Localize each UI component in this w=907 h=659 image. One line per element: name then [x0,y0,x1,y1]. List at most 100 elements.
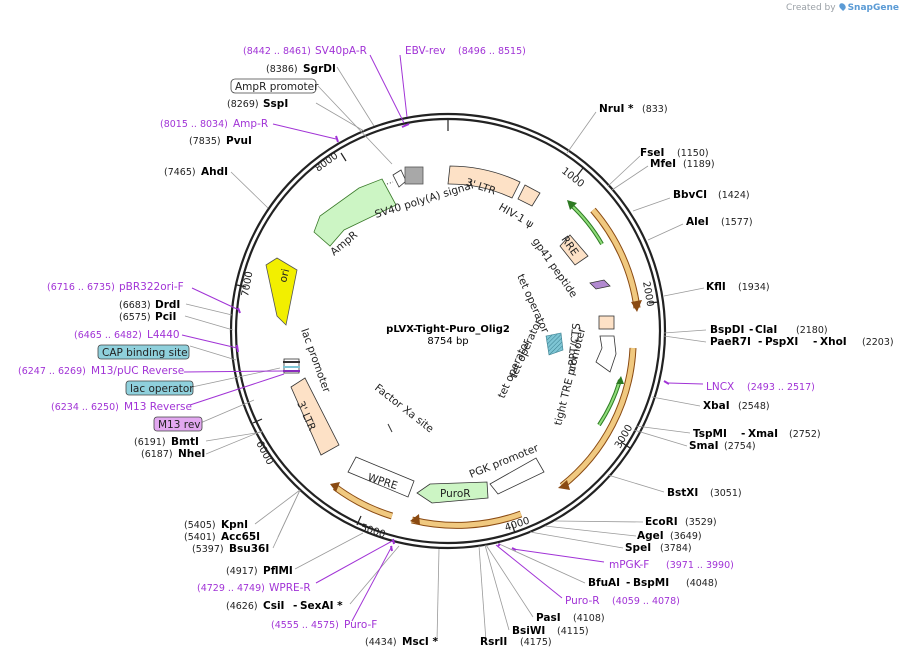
feature-puror[interactable] [416,481,489,504]
label-ori: ori [277,268,292,284]
created-by-text: Created by [786,3,836,13]
enzyme-pcii: PciI [155,311,176,323]
enzyme-ecori-pos: (3529) [685,517,717,528]
svg-text:-: - [741,428,745,440]
primer-labels: (8442 .. 8461)SV40pA-R EBV-rev(8496 .. 8… [18,45,815,631]
feature-3ltr-bottom[interactable] [290,377,340,456]
snapgene-wordmark: SnapGene [847,3,899,13]
primer-pbr322ori-f: pBR322ori-F [119,281,184,293]
enzyme-sexai: SexAI * [300,600,343,612]
feature-factor-xa[interactable] [387,423,393,433]
enzyme-kfli-pos: (1934) [738,282,770,293]
primer-ebv-rev: EBV-rev [405,45,446,57]
enzyme-bsiwi: BsiWI [512,625,545,637]
enzyme-pvui: PvuI [226,135,252,147]
plasmid-size: 8754 bp [427,336,468,347]
snapgene-branding: Created by SnapGene [786,1,899,13]
enzyme-labels: NruI *(833) FseI(1150) MfeI(1189) BbvCI(… [119,63,894,648]
feature-pgk-promoter[interactable] [489,457,545,495]
primer-lines [181,54,704,622]
enzyme-pflmi: PflMI [263,565,293,577]
feature-tet-operators[interactable] [545,332,564,356]
feature-3ltr-top[interactable] [447,165,521,199]
label-cpptcts: cPPT/CTS [566,322,583,372]
enzyme-bstxi: BstXI [667,487,698,499]
enzyme-bsu36i: Bsu36I [229,543,269,555]
primer-wpre-r-pos: (4729 .. 4749) [197,583,265,594]
enzyme-bspdi-pos: (2180) [796,325,828,336]
enzyme-nhei: NheI [178,448,205,460]
orange-arrowheads [330,300,642,525]
primer-m13puc-reverse: M13/pUC Reverse [91,365,184,377]
primer-sv40pa-r: SV40pA-R [315,45,367,57]
enzyme-sspi-pos: (8269) [227,99,259,110]
enzyme-ecori: EcoRI [645,516,678,528]
enzyme-kfli: KflI [706,281,726,293]
feature-hiv-psi[interactable] [517,184,541,207]
enzyme-xmai: XmaI [748,428,778,440]
label-lac-operator: lac operator [130,383,194,395]
enzyme-mfei: MfeI [650,158,676,170]
enzyme-xbai-pos: (2548) [738,401,770,412]
enzyme-msci-pos: (4434) [365,637,397,648]
enzyme-bsu36i-pos: (5397) [192,544,224,555]
enzyme-bmti: BmtI [171,436,199,448]
enzyme-tspmi-pos: (2752) [789,429,821,440]
label-hiv-psi: HIV-1 ψ [497,201,536,231]
enzyme-pspxi: PspXI [765,336,798,348]
feature-tight-tre[interactable] [595,335,617,373]
label-ampr-promoter: AmpR promoter [235,81,319,93]
enzyme-nhei-pos: (6187) [141,449,173,460]
enzyme-csii: CsiI [263,600,284,612]
enzyme-kpni-pos: (5405) [184,520,216,531]
enzyme-bstxi-pos: (3051) [710,488,742,499]
label-tet-operator-3: tet operator [508,317,545,380]
primer-amp-r: Amp-R [233,118,268,130]
enzyme-nrui-pos: (833) [642,104,668,115]
tick-7000: 7000 [240,271,255,298]
enzyme-xhoi: XhoI [820,336,847,348]
svg-text:-: - [758,336,762,348]
feature-ampr[interactable] [313,178,397,247]
enzyme-smai: SmaI [689,440,719,452]
feature-rre[interactable] [559,234,589,266]
svg-text:-: - [293,600,297,612]
enzyme-bbvci-pos: (1424) [718,190,750,201]
enzyme-bbvci: BbvCI [673,189,707,201]
enzyme-spei-pos: (3784) [660,543,692,554]
tick-5000: 5000 [359,522,387,540]
enzyme-pcii-pos: (6575) [119,312,151,323]
boxed-labels: AmpR promoter CAP binding site lac opera… [97,78,319,432]
feature-gp41[interactable] [589,279,611,290]
primer-puro-f-pos: (4555 .. 4575) [271,620,339,631]
feature-wpre[interactable] [347,456,415,498]
svg-text:-: - [813,336,817,348]
enzyme-msci: MscI * [402,636,438,648]
feature-lac-promoter[interactable] [283,358,300,374]
enzyme-paer7i-pos: (2203) [862,337,894,348]
enzyme-rsrii: RsrII [480,636,507,648]
enzyme-mfei-pos: (1189) [683,159,715,170]
enzyme-acc65i-pos: (5401) [184,532,216,543]
enzyme-bfuai-pos: (4048) [686,578,718,589]
feature-sv40-polya[interactable] [392,166,424,188]
primer-pbr322ori-f-pos: (6716 .. 6735) [47,282,115,293]
primer-puro-r: Puro-R [565,595,600,607]
enzyme-rsrii-pos: (4175) [520,637,552,648]
primer-marks [236,123,670,552]
label-cap-binding-site: CAP binding site [102,347,188,359]
enzyme-spei: SpeI [625,542,651,554]
enzyme-drdi: DrdI [155,299,180,311]
enzyme-bspmi: BspMI [633,577,669,589]
feature-cpptcts[interactable] [598,315,615,330]
leader-lines [184,66,707,642]
enzyme-agei-pos: (3649) [670,531,702,542]
enzyme-tspmi: TspMI [693,428,727,440]
enzyme-drdi-pos: (6683) [119,300,151,311]
primer-l4440-pos: (6465 .. 6482) [74,330,142,341]
primer-puro-r-pos: (4059 .. 4078) [612,596,680,607]
primer-wpre-r: WPRE-R [269,582,311,594]
feature-ori[interactable] [265,257,298,326]
enzyme-bsiwi-pos: (4115) [557,626,589,637]
